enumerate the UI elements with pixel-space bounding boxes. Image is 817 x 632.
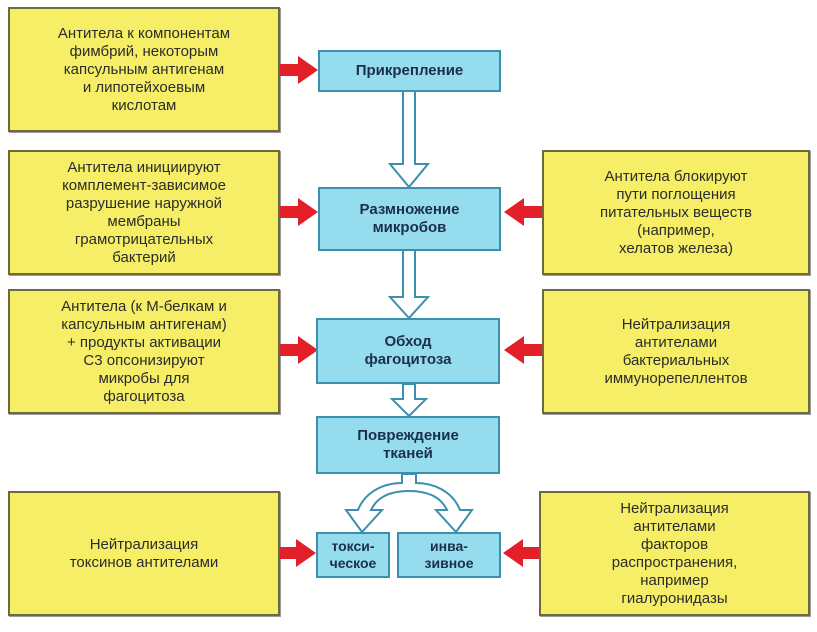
flow-tissue-damage: Повреждение тканей — [316, 416, 500, 474]
red-arrow-2 — [280, 198, 318, 226]
right-box-spreading: Нейтрализация антителами факторов распро… — [539, 491, 810, 616]
flow-toxic: токси- ческое — [316, 532, 390, 578]
down-arrow-2 — [387, 249, 431, 320]
down-arrow-1 — [387, 90, 431, 189]
flow-multiplication: Размножение микробов — [318, 187, 501, 251]
red-arrow-4 — [280, 539, 316, 567]
left-box-complement: Антитела инициируют комплемент-зависимое… — [8, 150, 280, 275]
left-box-toxins: Нейтрализация токсинов антителами — [8, 491, 280, 616]
left-box-fimbriae: Антитела к компонентам фимбрий, некоторы… — [8, 7, 280, 132]
red-arrow-7 — [503, 539, 539, 567]
fork-arrow — [344, 473, 474, 534]
flow-phagocytosis-evasion: Обход фагоцитоза — [316, 318, 500, 384]
flow-invasive: инва- зивное — [397, 532, 501, 578]
right-box-nutrients: Антитела блокируют пути поглощения питат… — [542, 150, 810, 275]
red-arrow-5 — [504, 198, 542, 226]
left-box-opsonize: Антитела (к М-белкам и капсульным антиге… — [8, 289, 280, 414]
red-arrow-6 — [504, 336, 542, 364]
right-box-immunorepellents: Нейтрализация антителами бактериальных и… — [542, 289, 810, 414]
red-arrow-3 — [280, 336, 318, 364]
down-arrow-3 — [389, 383, 429, 418]
flow-attachment: Прикрепление — [318, 50, 501, 92]
red-arrow-1 — [280, 56, 318, 84]
